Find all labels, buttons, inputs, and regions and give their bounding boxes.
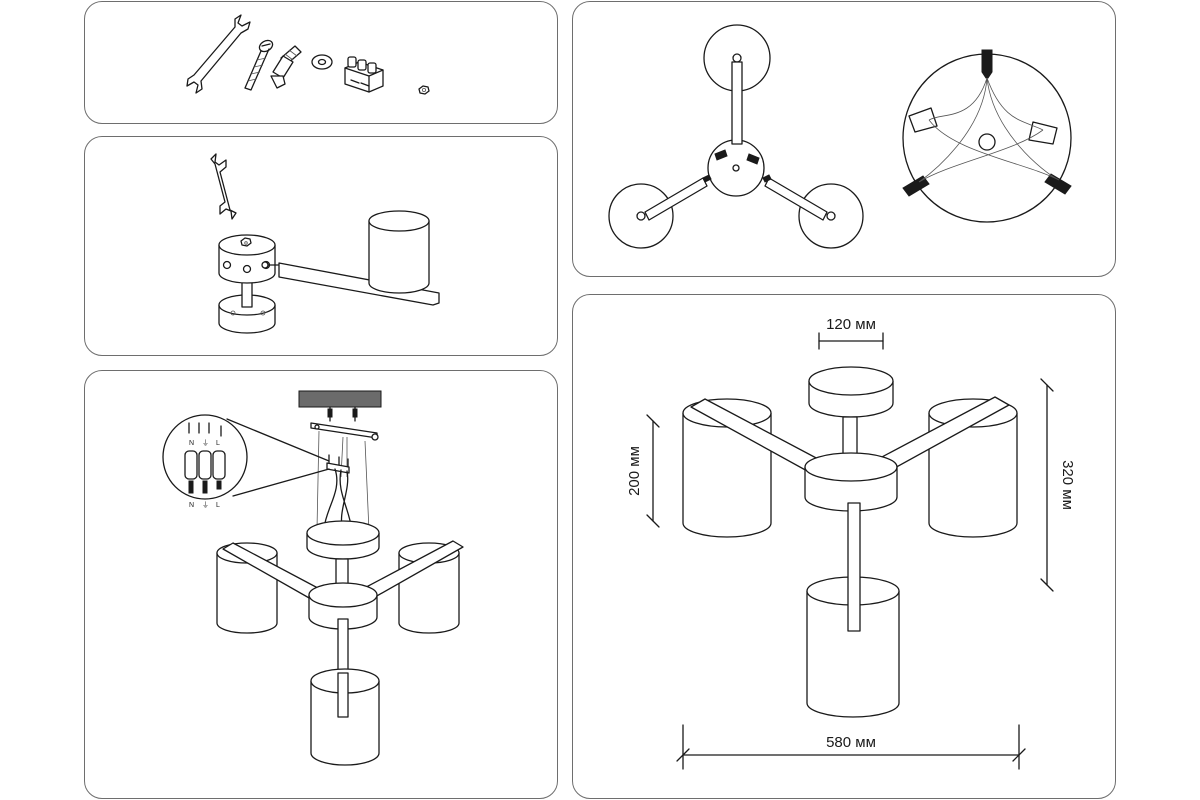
svg-text:200 мм: 200 мм	[626, 446, 643, 496]
svg-text:⏚: ⏚	[202, 501, 209, 509]
svg-text:N: N	[189, 440, 194, 447]
canopy	[306, 520, 380, 560]
dim-shade-height: 200 мм	[626, 414, 660, 528]
wiring-panel: N ⏚ L N ⏚ L	[84, 370, 558, 799]
top-view-panel	[572, 1, 1116, 277]
ceiling	[298, 390, 382, 408]
terminal-block-icon	[344, 56, 384, 93]
svg-text:580 мм: 580 мм	[826, 734, 876, 751]
nut-icon	[418, 85, 430, 95]
wrench-icon	[210, 153, 237, 220]
washer-icon	[311, 54, 333, 70]
terminal-detail: N ⏚ L N ⏚ L	[162, 414, 330, 509]
canopy-base	[218, 294, 276, 334]
dimensions-panel: 120 мм 200 мм 320 мм 580 мм	[572, 294, 1116, 799]
svg-text:L: L	[216, 440, 220, 447]
dim-total-height: 320 мм	[1040, 378, 1076, 592]
svg-text:320 мм: 320 мм	[1059, 460, 1076, 510]
wiring-detail	[902, 49, 1072, 223]
svg-text:L: L	[216, 502, 220, 509]
dim-total-width: 580 мм	[676, 724, 1026, 770]
hub	[804, 452, 898, 512]
dim-canopy: 120 мм	[818, 316, 884, 350]
arm-bottom	[847, 502, 861, 632]
svg-text:N: N	[189, 502, 194, 509]
shade-bottom	[310, 668, 380, 766]
shade	[368, 210, 430, 294]
wrench-icon	[186, 14, 251, 94]
screw-icon	[244, 39, 274, 91]
parts-panel	[84, 1, 558, 124]
svg-text:⏚: ⏚	[202, 439, 209, 447]
hub	[218, 234, 276, 284]
wall-plug-icon	[270, 45, 302, 89]
mounting-panel	[84, 136, 558, 356]
svg-text:120 мм: 120 мм	[826, 316, 876, 333]
canopy	[808, 366, 894, 418]
rod	[241, 277, 253, 308]
top-view-layout	[608, 24, 864, 249]
hub	[308, 582, 378, 630]
